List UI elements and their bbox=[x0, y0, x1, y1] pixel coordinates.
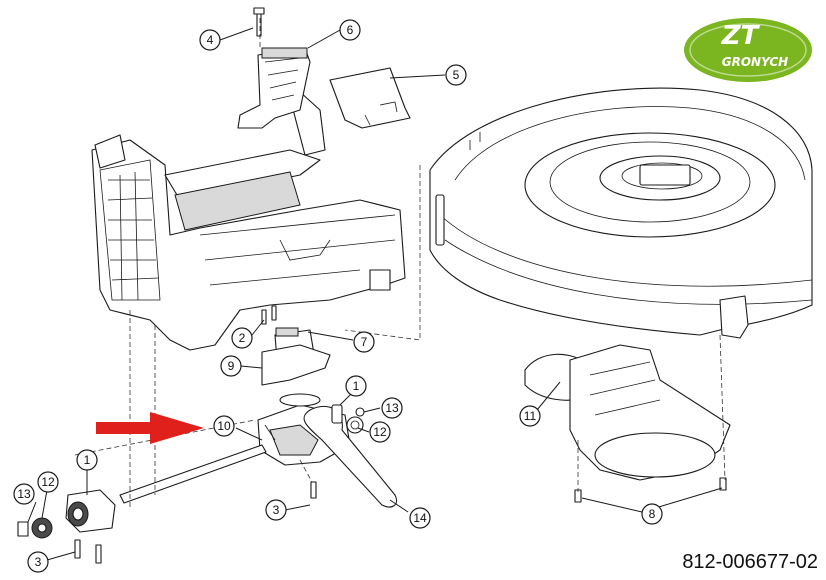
svg-text:10: 10 bbox=[217, 419, 231, 433]
callout-2: 2 bbox=[231, 327, 253, 349]
gear-12 bbox=[346, 416, 364, 434]
svg-text:1: 1 bbox=[353, 379, 360, 393]
svg-text:13: 13 bbox=[17, 487, 31, 501]
gear-12-left bbox=[31, 517, 53, 539]
callout-12-gearbox: 12 bbox=[369, 421, 391, 443]
bearing-1 bbox=[331, 404, 343, 424]
leader-lines bbox=[27, 27, 723, 561]
drive-shaft bbox=[119, 444, 267, 504]
callout-1-left: 1 bbox=[76, 449, 98, 471]
svg-text:5: 5 bbox=[453, 68, 460, 82]
callout-14: 14 bbox=[409, 507, 431, 529]
cap-13 bbox=[355, 407, 365, 417]
mower-deck bbox=[429, 87, 813, 339]
discharge-bracket-8 bbox=[569, 344, 731, 503]
logo-badge bbox=[684, 18, 812, 82]
svg-text:3: 3 bbox=[35, 555, 42, 569]
part-number: 812-006677-02 bbox=[682, 551, 818, 573]
callout-13-left: 13 bbox=[13, 483, 35, 505]
callout-10: 10 bbox=[213, 415, 235, 437]
cover-5 bbox=[329, 67, 411, 129]
cap-13-left bbox=[17, 521, 29, 537]
callout-1-gearbox: 1 bbox=[345, 375, 367, 397]
plate-9 bbox=[261, 344, 331, 386]
screw-4 bbox=[253, 7, 265, 37]
svg-text:14: 14 bbox=[413, 511, 427, 525]
callout-3-mid: 3 bbox=[265, 499, 287, 521]
callout-8: 8 bbox=[641, 503, 663, 525]
logo-name: GRONYCH bbox=[722, 55, 788, 69]
svg-text:2: 2 bbox=[239, 331, 246, 345]
callout-9: 9 bbox=[220, 355, 242, 377]
svg-text:8: 8 bbox=[649, 507, 656, 521]
screws-2 bbox=[261, 305, 277, 325]
svg-text:11: 11 bbox=[524, 409, 537, 423]
bearing-1-left bbox=[65, 489, 116, 533]
red-arrow bbox=[96, 412, 204, 444]
screws-3-left bbox=[74, 481, 317, 564]
svg-text:1: 1 bbox=[84, 453, 91, 467]
logo: ZT GRONYCH bbox=[684, 18, 812, 82]
callout-6: 6 bbox=[339, 19, 361, 41]
rear-housing bbox=[91, 91, 406, 351]
logo-mark: ZT bbox=[721, 21, 761, 51]
svg-text:13: 13 bbox=[385, 401, 399, 415]
callout-3-left: 3 bbox=[27, 551, 49, 573]
callout-11: 11 bbox=[519, 405, 541, 427]
svg-text:12: 12 bbox=[373, 425, 387, 439]
svg-text:12: 12 bbox=[41, 475, 55, 489]
svg-text:7: 7 bbox=[361, 335, 368, 349]
callout-7: 7 bbox=[353, 331, 375, 353]
callout-5: 5 bbox=[445, 64, 467, 86]
svg-text:6: 6 bbox=[347, 23, 354, 37]
svg-text:9: 9 bbox=[228, 359, 235, 373]
callout-4: 4 bbox=[199, 29, 221, 51]
bracket-6 bbox=[237, 47, 311, 129]
callout-12-left: 12 bbox=[37, 471, 59, 493]
svg-text:4: 4 bbox=[207, 33, 214, 47]
callout-13-gearbox: 13 bbox=[381, 397, 403, 419]
svg-text:3: 3 bbox=[273, 503, 280, 517]
